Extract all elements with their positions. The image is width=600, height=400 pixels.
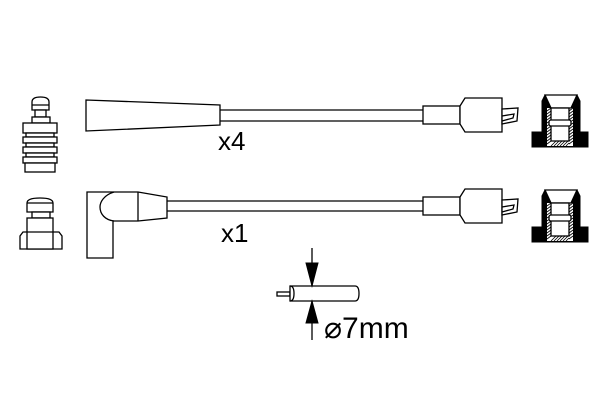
- cap-end-boot: [422, 188, 519, 224]
- ignition-cable: [220, 109, 423, 122]
- spark-plug-terminal-icon: [22, 96, 58, 173]
- dimension-arrow-top-icon: [305, 248, 319, 288]
- quantity-label: x4: [218, 126, 245, 156]
- distributor-socket-section-icon: [531, 94, 589, 148]
- straight-boot: [85, 99, 221, 132]
- cable-diameter-detail: ⌀7mm: [276, 248, 409, 345]
- cable-core: [276, 291, 291, 297]
- quantity-label: x1: [221, 218, 248, 248]
- diameter-label: ⌀7mm: [324, 312, 409, 345]
- cap-end-boot: [422, 97, 519, 133]
- ignition-cable: [167, 200, 423, 212]
- distributor-socket-section-icon: [531, 189, 589, 243]
- angled-boot: [86, 191, 168, 259]
- spark-plug-terminal-flanged-icon: [19, 197, 63, 250]
- dimension-arrow-bottom-icon: [305, 299, 319, 340]
- lead-row-angled: x1: [19, 188, 589, 259]
- lead-row-straight: x4: [22, 94, 589, 173]
- cable-cylinder: [289, 285, 360, 302]
